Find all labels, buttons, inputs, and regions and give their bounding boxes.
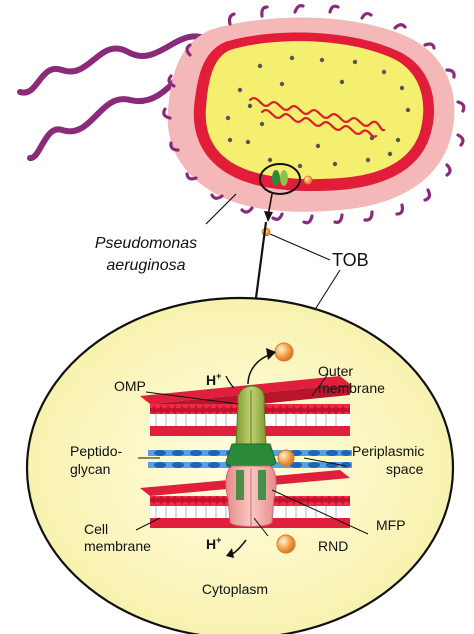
zoom-connector <box>254 221 268 299</box>
pump-highlight-circle <box>259 163 301 195</box>
organism-leader-line <box>205 193 237 225</box>
tob-drop-small-1 <box>303 175 313 185</box>
organism-label-line2: aeruginosa <box>106 257 185 274</box>
cell-membrane-label-line1: Cell <box>84 521 108 537</box>
h-plus-top-label: H+ <box>206 371 221 388</box>
tob-molecule-periplasm <box>277 449 295 467</box>
ribosomes <box>225 55 411 169</box>
membrane-inset <box>25 296 455 634</box>
mfp-label: MFP <box>376 517 406 533</box>
organism-label-line1: Pseudomonas <box>95 235 197 252</box>
periplasmic-label-line2: space <box>386 461 424 477</box>
tob-label: TOB <box>332 250 369 270</box>
efflux-pump <box>225 385 277 527</box>
dna <box>248 97 386 138</box>
proton-arrow-top <box>225 375 235 389</box>
cytoplasm-label: Cytoplasm <box>202 581 268 597</box>
outer-membrane-label-line1: Outer <box>318 363 353 379</box>
tob-molecule-cytoplasm <box>276 534 296 554</box>
peptidoglycan-label-line2: glycan <box>70 461 110 477</box>
tob-leader-1 <box>269 233 331 261</box>
cell-membrane-label-line2: membrane <box>84 538 151 554</box>
h-plus-bottom-label: H+ <box>206 535 221 552</box>
peptidoglycan-label-line1: Peptido- <box>70 443 122 459</box>
inset-leader-lines <box>135 373 369 537</box>
flagellum-1 <box>17 33 215 96</box>
rnd-label: RND <box>318 538 348 554</box>
mini-pump-left <box>272 170 280 186</box>
bacterium <box>17 4 466 237</box>
omp-label: OMP <box>114 378 146 394</box>
outer-membrane-label-line2: membrane <box>318 380 385 396</box>
mini-pump-right <box>280 170 288 186</box>
mfp-protein <box>225 443 277 469</box>
tob-molecule-outside <box>274 342 294 362</box>
periplasmic-label-line1: Periplasmic <box>352 443 424 459</box>
pili <box>162 4 466 225</box>
